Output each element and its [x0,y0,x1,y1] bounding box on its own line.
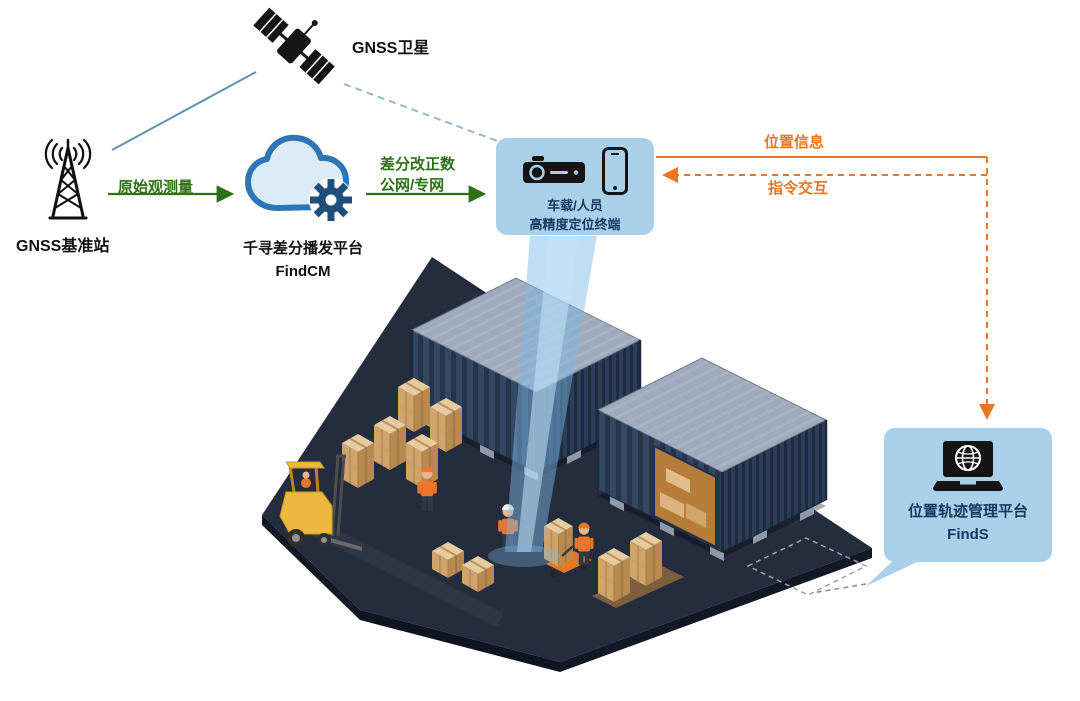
smartphone-icon [602,147,628,196]
forklift [279,454,362,551]
correction-label-line1: 差分改正数 [380,156,456,173]
platform-side [262,515,360,620]
base-station-label: GNSS基准站 [16,238,110,255]
management-platform-node: 位置轨迹管理平台 FindS [884,428,1052,562]
raw-observation-label: 原始观测量 [118,179,194,196]
terminal-icons [522,147,628,196]
management-platform-icons [933,441,1003,495]
cargo-box [666,468,690,493]
satellite-to-terminal-link [343,83,501,143]
finds-to-scene-link [811,583,867,594]
platform-side [360,610,560,672]
management-platform-label: 位置轨迹管理平台 FindS [908,500,1028,547]
position-info-label: 位置信息 [764,134,825,151]
warehouse-scene [262,257,872,672]
lane-marking [296,512,504,628]
correction-label-line2: 公网/专网 [380,177,445,194]
platform-side [560,548,872,672]
finds-bubble-tail [866,556,930,586]
pallet-stack [592,531,684,608]
terminal-label: 车载/人员 高精度定位终端 [529,197,620,235]
terminal-node: 车载/人员 高精度定位终端 [496,138,654,235]
laptop-globe-icon [933,441,1003,491]
correction-label: 差分改正数 公网/专网 [380,153,455,195]
cloud-platform-label: 千寻差分播发平台 FindCM [208,238,398,283]
dashed-zone [746,537,868,596]
positioning-beam [488,236,597,567]
shipping-container-open [596,357,828,561]
satellite-to-base-link [111,71,257,151]
receiver-icon [523,156,585,184]
management-platform-title: 位置轨迹管理平台 [907,503,1028,520]
cloud-platform-subtitle: FindCM [275,262,331,280]
cloud-gear-icon [236,128,366,232]
satellite-label: GNSS卫星 [352,40,430,57]
terminal-label-line2: 高精度定位终端 [529,217,621,233]
command-interaction-label: 指令交互 [768,180,829,197]
gear-icon [309,178,353,222]
shipping-container [410,277,642,481]
cargo-box [686,503,706,528]
cargo-box [660,492,684,518]
satellite-icon [248,4,340,88]
terminal-label-line1: 车载/人员 [547,198,603,214]
cloud-platform-title: 千寻差分播发平台 [242,240,363,257]
antenna-tower-icon [26,136,110,232]
management-platform-subtitle: FindS [947,526,989,544]
connectors [108,71,995,594]
